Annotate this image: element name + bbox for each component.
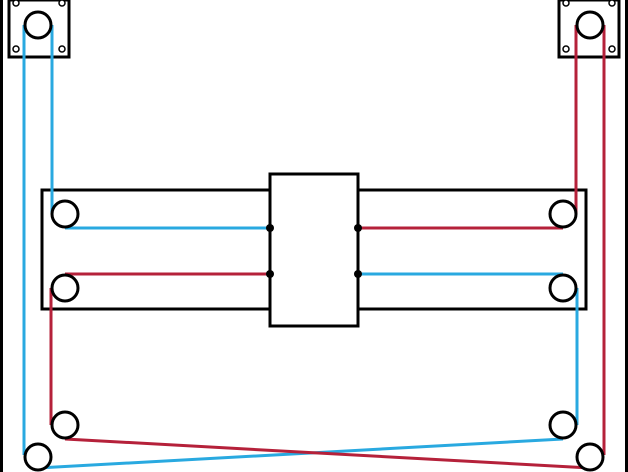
motor-left-pulley xyxy=(23,10,53,40)
motor-right-screw-hole xyxy=(608,0,616,7)
belt-anchor-point xyxy=(354,224,362,232)
motor-left-screw-hole xyxy=(12,45,20,53)
corner-pulley-right-inner xyxy=(548,410,578,440)
rail-pulley-left-top xyxy=(50,199,80,229)
rail-pulley-right-bottom xyxy=(548,273,578,303)
motor-left-screw-hole xyxy=(58,45,66,53)
motor-right-screw-hole xyxy=(562,45,570,53)
motor-right-screw-hole xyxy=(608,45,616,53)
rail-pulley-right-top xyxy=(548,199,578,229)
corner-pulley-left-outer xyxy=(23,442,53,472)
rail-pulley-left-bottom xyxy=(50,273,80,303)
belt-anchor-point xyxy=(266,224,274,232)
belt-red xyxy=(49,25,606,470)
belt-blue xyxy=(22,25,579,470)
motor-right-screw-hole xyxy=(562,0,570,7)
carriage xyxy=(268,172,360,328)
belt-anchor-point xyxy=(354,270,362,278)
belt-red-segment xyxy=(64,437,591,470)
belt-anchor-point xyxy=(266,270,274,278)
corner-pulley-left-inner xyxy=(50,410,80,440)
corner-pulley-right-outer xyxy=(575,442,605,472)
motor-left-screw-hole xyxy=(12,0,20,7)
motor-left xyxy=(7,0,71,59)
motor-left-screw-hole xyxy=(58,0,66,7)
motor-right-pulley xyxy=(575,10,605,40)
